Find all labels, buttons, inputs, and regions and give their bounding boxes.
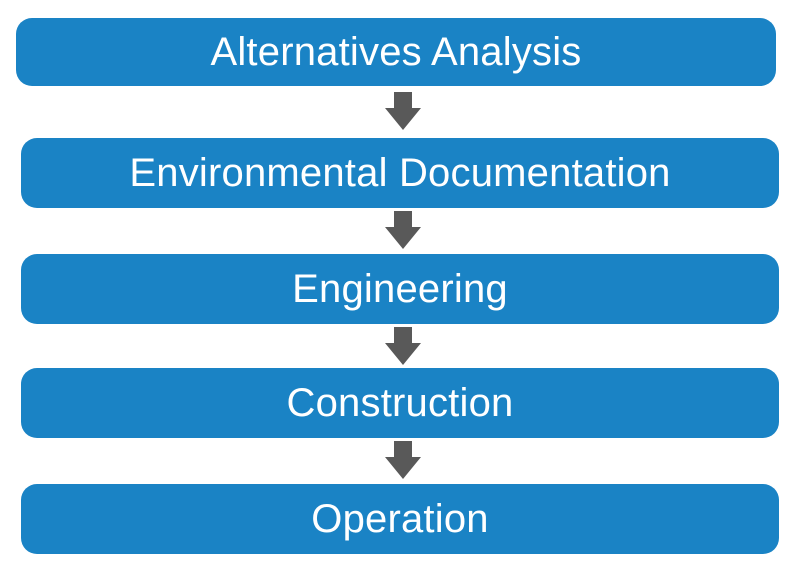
down-arrow-icon: [385, 92, 421, 130]
step-label: Operation: [311, 496, 489, 541]
step-label: Engineering: [292, 266, 508, 311]
down-arrow-icon: [385, 441, 421, 479]
step-label: Alternatives Analysis: [210, 29, 582, 74]
down-arrow-icon: [385, 211, 421, 249]
down-arrow-icon: [385, 327, 421, 365]
step-operation: Operation: [21, 484, 779, 554]
step-alternatives-analysis: Alternatives Analysis: [16, 18, 776, 86]
step-label: Construction: [286, 380, 514, 425]
step-label: Environmental Documentation: [129, 150, 671, 195]
step-construction: Construction: [21, 368, 779, 438]
step-engineering: Engineering: [21, 254, 779, 324]
step-environmental-documentation: Environmental Documentation: [21, 138, 779, 208]
